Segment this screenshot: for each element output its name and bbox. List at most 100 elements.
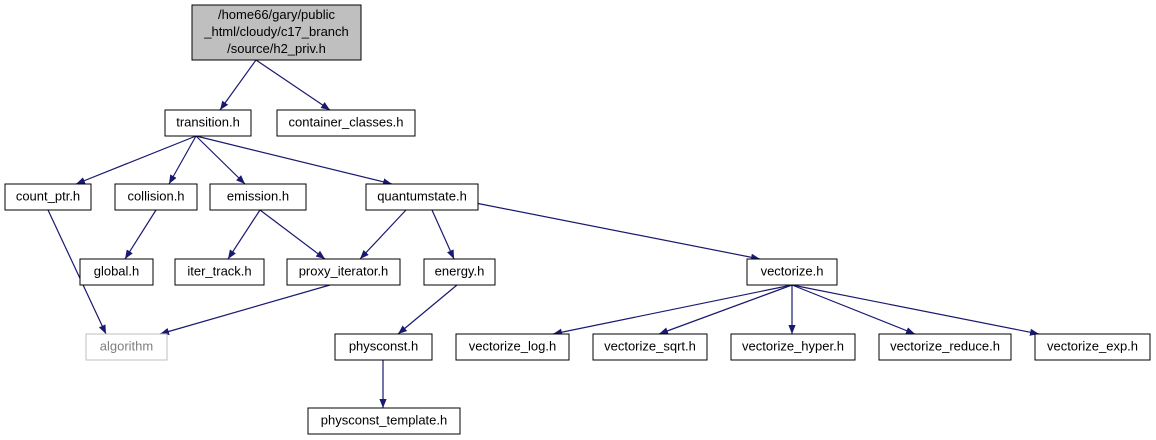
- node-proxy_iterator[interactable]: proxy_iterator.h: [286, 258, 401, 286]
- node-label: container_classes.h: [289, 114, 404, 129]
- node-label: transition.h: [176, 114, 240, 129]
- edge-quantumstate-to-vectorize: [477, 202, 761, 261]
- node-container[interactable]: container_classes.h: [276, 109, 416, 137]
- edge: [259, 209, 326, 260]
- node-box: [592, 333, 708, 361]
- node-transition[interactable]: transition.h: [164, 109, 252, 137]
- edge: [359, 209, 407, 260]
- edge: [431, 209, 455, 260]
- node-vectorize_exp[interactable]: vectorize_exp.h: [1034, 333, 1151, 361]
- edge-vectorize-to-vectorize_reduce: [791, 284, 916, 335]
- edge: [159, 284, 331, 335]
- node-label: vectorize_reduce.h: [890, 338, 1000, 353]
- node-emission[interactable]: emission.h: [209, 183, 307, 211]
- node-box: [174, 258, 265, 286]
- node-box: [334, 333, 433, 361]
- edge-vectorize-to-vectorize_log: [552, 284, 793, 336]
- node-label: vectorize.h: [761, 263, 824, 278]
- node-physconst_template[interactable]: physconst_template.h: [307, 407, 461, 435]
- node-box: [365, 183, 479, 211]
- edge-transition-to-quantumstate: [195, 135, 393, 186]
- node-collision[interactable]: collision.h: [114, 183, 198, 211]
- node-vectorize_reduce[interactable]: vectorize_reduce.h: [878, 333, 1012, 361]
- node-box: [4, 183, 92, 211]
- graph-nodes: /home66/gary/public _html/cloudy/c17_bran…: [4, 4, 1151, 435]
- edge: [124, 209, 157, 260]
- edge: [47, 209, 107, 335]
- edge: [75, 135, 197, 185]
- node-box: [307, 407, 461, 435]
- edge: [552, 284, 793, 336]
- edge: [255, 59, 331, 111]
- edge: [227, 209, 261, 260]
- edge-root-to-transition: [219, 59, 257, 111]
- node-box: [276, 109, 416, 137]
- node-box: [455, 333, 570, 361]
- edge: [219, 59, 257, 111]
- edge: [791, 284, 916, 335]
- node-algorithm: algorithm: [85, 333, 168, 361]
- node-label: iter_track.h: [187, 263, 251, 278]
- edge-transition-to-count_ptr: [75, 135, 197, 185]
- node-box: [79, 258, 154, 286]
- edge: [168, 135, 197, 185]
- node-label: vectorize_hyper.h: [742, 338, 844, 353]
- edge: [791, 284, 1040, 336]
- node-box: [85, 333, 168, 361]
- edge: [658, 284, 793, 335]
- node-box: [730, 333, 856, 361]
- edge-vectorize-to-vectorize_exp: [791, 284, 1040, 336]
- edge-quantumstate-to-energy: [431, 209, 455, 260]
- node-label: physconst.h: [349, 338, 418, 353]
- edge-energy-to-physconst: [397, 284, 458, 335]
- edge-quantumstate-to-proxy_iterator: [359, 209, 407, 260]
- edge: [195, 135, 246, 185]
- node-label: vectorize_log.h: [469, 338, 556, 353]
- node-iter_track[interactable]: iter_track.h: [174, 258, 265, 286]
- edge: [477, 202, 761, 261]
- node-label: proxy_iterator.h: [299, 263, 389, 278]
- node-box: [191, 4, 362, 61]
- edge-count_ptr-to-algorithm: [47, 209, 107, 335]
- edge-emission-to-proxy_iterator: [259, 209, 326, 260]
- node-label: /source/h2_priv.h: [227, 41, 326, 56]
- edge-vectorize-to-vectorize_sqrt: [658, 284, 793, 335]
- node-label: count_ptr.h: [16, 188, 80, 203]
- node-label: energy.h: [435, 263, 485, 278]
- node-label: quantumstate.h: [377, 188, 467, 203]
- node-box: [209, 183, 307, 211]
- edge: [397, 284, 458, 335]
- node-global[interactable]: global.h: [79, 258, 154, 286]
- edge-collision-to-global: [124, 209, 157, 260]
- node-label: /home66/gary/public: [218, 7, 336, 22]
- node-physconst[interactable]: physconst.h: [334, 333, 433, 361]
- edge-proxy_iterator-to-algorithm: [159, 284, 331, 335]
- node-label: collision.h: [127, 188, 184, 203]
- node-box: [114, 183, 198, 211]
- node-vectorize[interactable]: vectorize.h: [746, 258, 838, 286]
- edge-transition-to-collision: [168, 135, 197, 185]
- edge-transition-to-emission: [195, 135, 246, 185]
- graph-edges: [47, 59, 1040, 408]
- node-energy[interactable]: energy.h: [423, 258, 496, 286]
- node-label: algorithm: [100, 338, 153, 353]
- node-box: [1034, 333, 1151, 361]
- node-vectorize_sqrt[interactable]: vectorize_sqrt.h: [592, 333, 708, 361]
- node-label: _html/cloudy/c17_branch: [203, 24, 349, 39]
- node-box: [878, 333, 1012, 361]
- node-vectorize_hyper[interactable]: vectorize_hyper.h: [730, 333, 856, 361]
- node-vectorize_log[interactable]: vectorize_log.h: [455, 333, 570, 361]
- node-label: global.h: [94, 263, 140, 278]
- node-label: vectorize_sqrt.h: [604, 338, 696, 353]
- node-box: [423, 258, 496, 286]
- node-box: [286, 258, 401, 286]
- node-count_ptr[interactable]: count_ptr.h: [4, 183, 92, 211]
- node-quantumstate[interactable]: quantumstate.h: [365, 183, 479, 211]
- edge-emission-to-iter_track: [227, 209, 261, 260]
- node-box: [164, 109, 252, 137]
- node-label: vectorize_exp.h: [1047, 338, 1138, 353]
- node-root[interactable]: /home66/gary/public _html/cloudy/c17_bran…: [191, 4, 362, 61]
- node-box: [746, 258, 838, 286]
- edge: [195, 135, 393, 186]
